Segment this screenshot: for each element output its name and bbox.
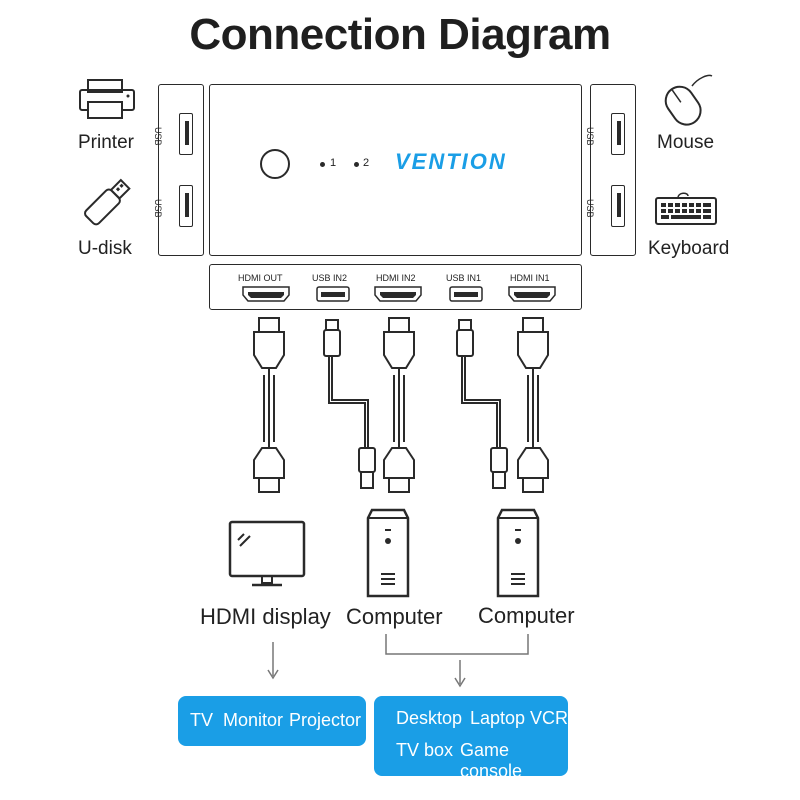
usb-port bbox=[179, 113, 193, 155]
usb-drive-icon bbox=[76, 172, 136, 232]
right-usb-panel: USB USB bbox=[585, 84, 636, 256]
computer-example-game-console: Game console bbox=[460, 740, 523, 781]
printer-icon bbox=[78, 78, 138, 122]
mouse-label: Mouse bbox=[657, 132, 715, 153]
usb-cable-in1 bbox=[456, 319, 508, 489]
led-2-indicator bbox=[354, 162, 359, 167]
display-label: HDMI display bbox=[200, 604, 331, 629]
usb-cable-in2 bbox=[323, 319, 376, 489]
computer-tower-icon bbox=[366, 508, 410, 598]
usb-port bbox=[179, 185, 193, 227]
usb-port bbox=[611, 185, 625, 227]
left-usb-panel: USB USB bbox=[153, 84, 204, 256]
usb-port bbox=[611, 113, 625, 155]
port-label-hdmi-out: HDMI OUT bbox=[238, 273, 283, 283]
hdmi-cable-in1 bbox=[517, 317, 549, 493]
led-2-label: 2 bbox=[363, 157, 370, 169]
hdmi-cable-in2 bbox=[383, 317, 415, 493]
computer-example-desktop: Desktop bbox=[396, 708, 463, 728]
led-1-label: 1 bbox=[330, 157, 337, 169]
display-examples-box: TV Monitor Projector bbox=[178, 696, 366, 746]
rear-port-panel: HDMI OUT USB IN2 HDMI IN2 USB IN1 HDMI I… bbox=[209, 264, 582, 310]
computer-example-laptop: Laptop bbox=[470, 708, 526, 728]
computer-2-label: Computer bbox=[478, 603, 575, 628]
computer-tower-icon bbox=[496, 508, 540, 598]
computer-1-label: Computer bbox=[346, 604, 443, 629]
mouse-icon bbox=[656, 72, 716, 126]
switch-button[interactable] bbox=[260, 149, 290, 179]
port-label-hdmi-in2: HDMI IN2 bbox=[376, 273, 416, 283]
kvm-switch-body: 1 2 VENTION bbox=[209, 84, 582, 256]
port-label-usb-in2: USB IN2 bbox=[312, 273, 348, 283]
computer-example-tv-box: TV box bbox=[396, 740, 454, 760]
hdmi-cable-out bbox=[253, 317, 285, 493]
port-label-usb-in1: USB IN1 bbox=[446, 273, 482, 283]
page-title: Connection Diagram bbox=[189, 10, 611, 59]
rear-port-shapes bbox=[242, 286, 556, 302]
keyboard-icon bbox=[654, 190, 718, 226]
printer-label: Printer bbox=[78, 132, 134, 153]
led-1-indicator bbox=[320, 162, 325, 167]
computer-bracket bbox=[385, 634, 529, 655]
display-example-tv: TV bbox=[190, 710, 214, 730]
udisk-label: U-disk bbox=[78, 238, 132, 259]
brand-logo: VENTION bbox=[395, 149, 507, 174]
port-label-hdmi-in1: HDMI IN1 bbox=[510, 273, 550, 283]
display-example-projector: Projector bbox=[289, 710, 362, 730]
computer-example-vcr: VCR bbox=[530, 708, 569, 728]
keyboard-label: Keyboard bbox=[648, 238, 730, 259]
display-example-monitor: Monitor bbox=[223, 710, 284, 730]
computer-examples-box: Desktop Laptop VCR TV box Game console bbox=[374, 696, 569, 781]
monitor-icon bbox=[228, 520, 308, 590]
